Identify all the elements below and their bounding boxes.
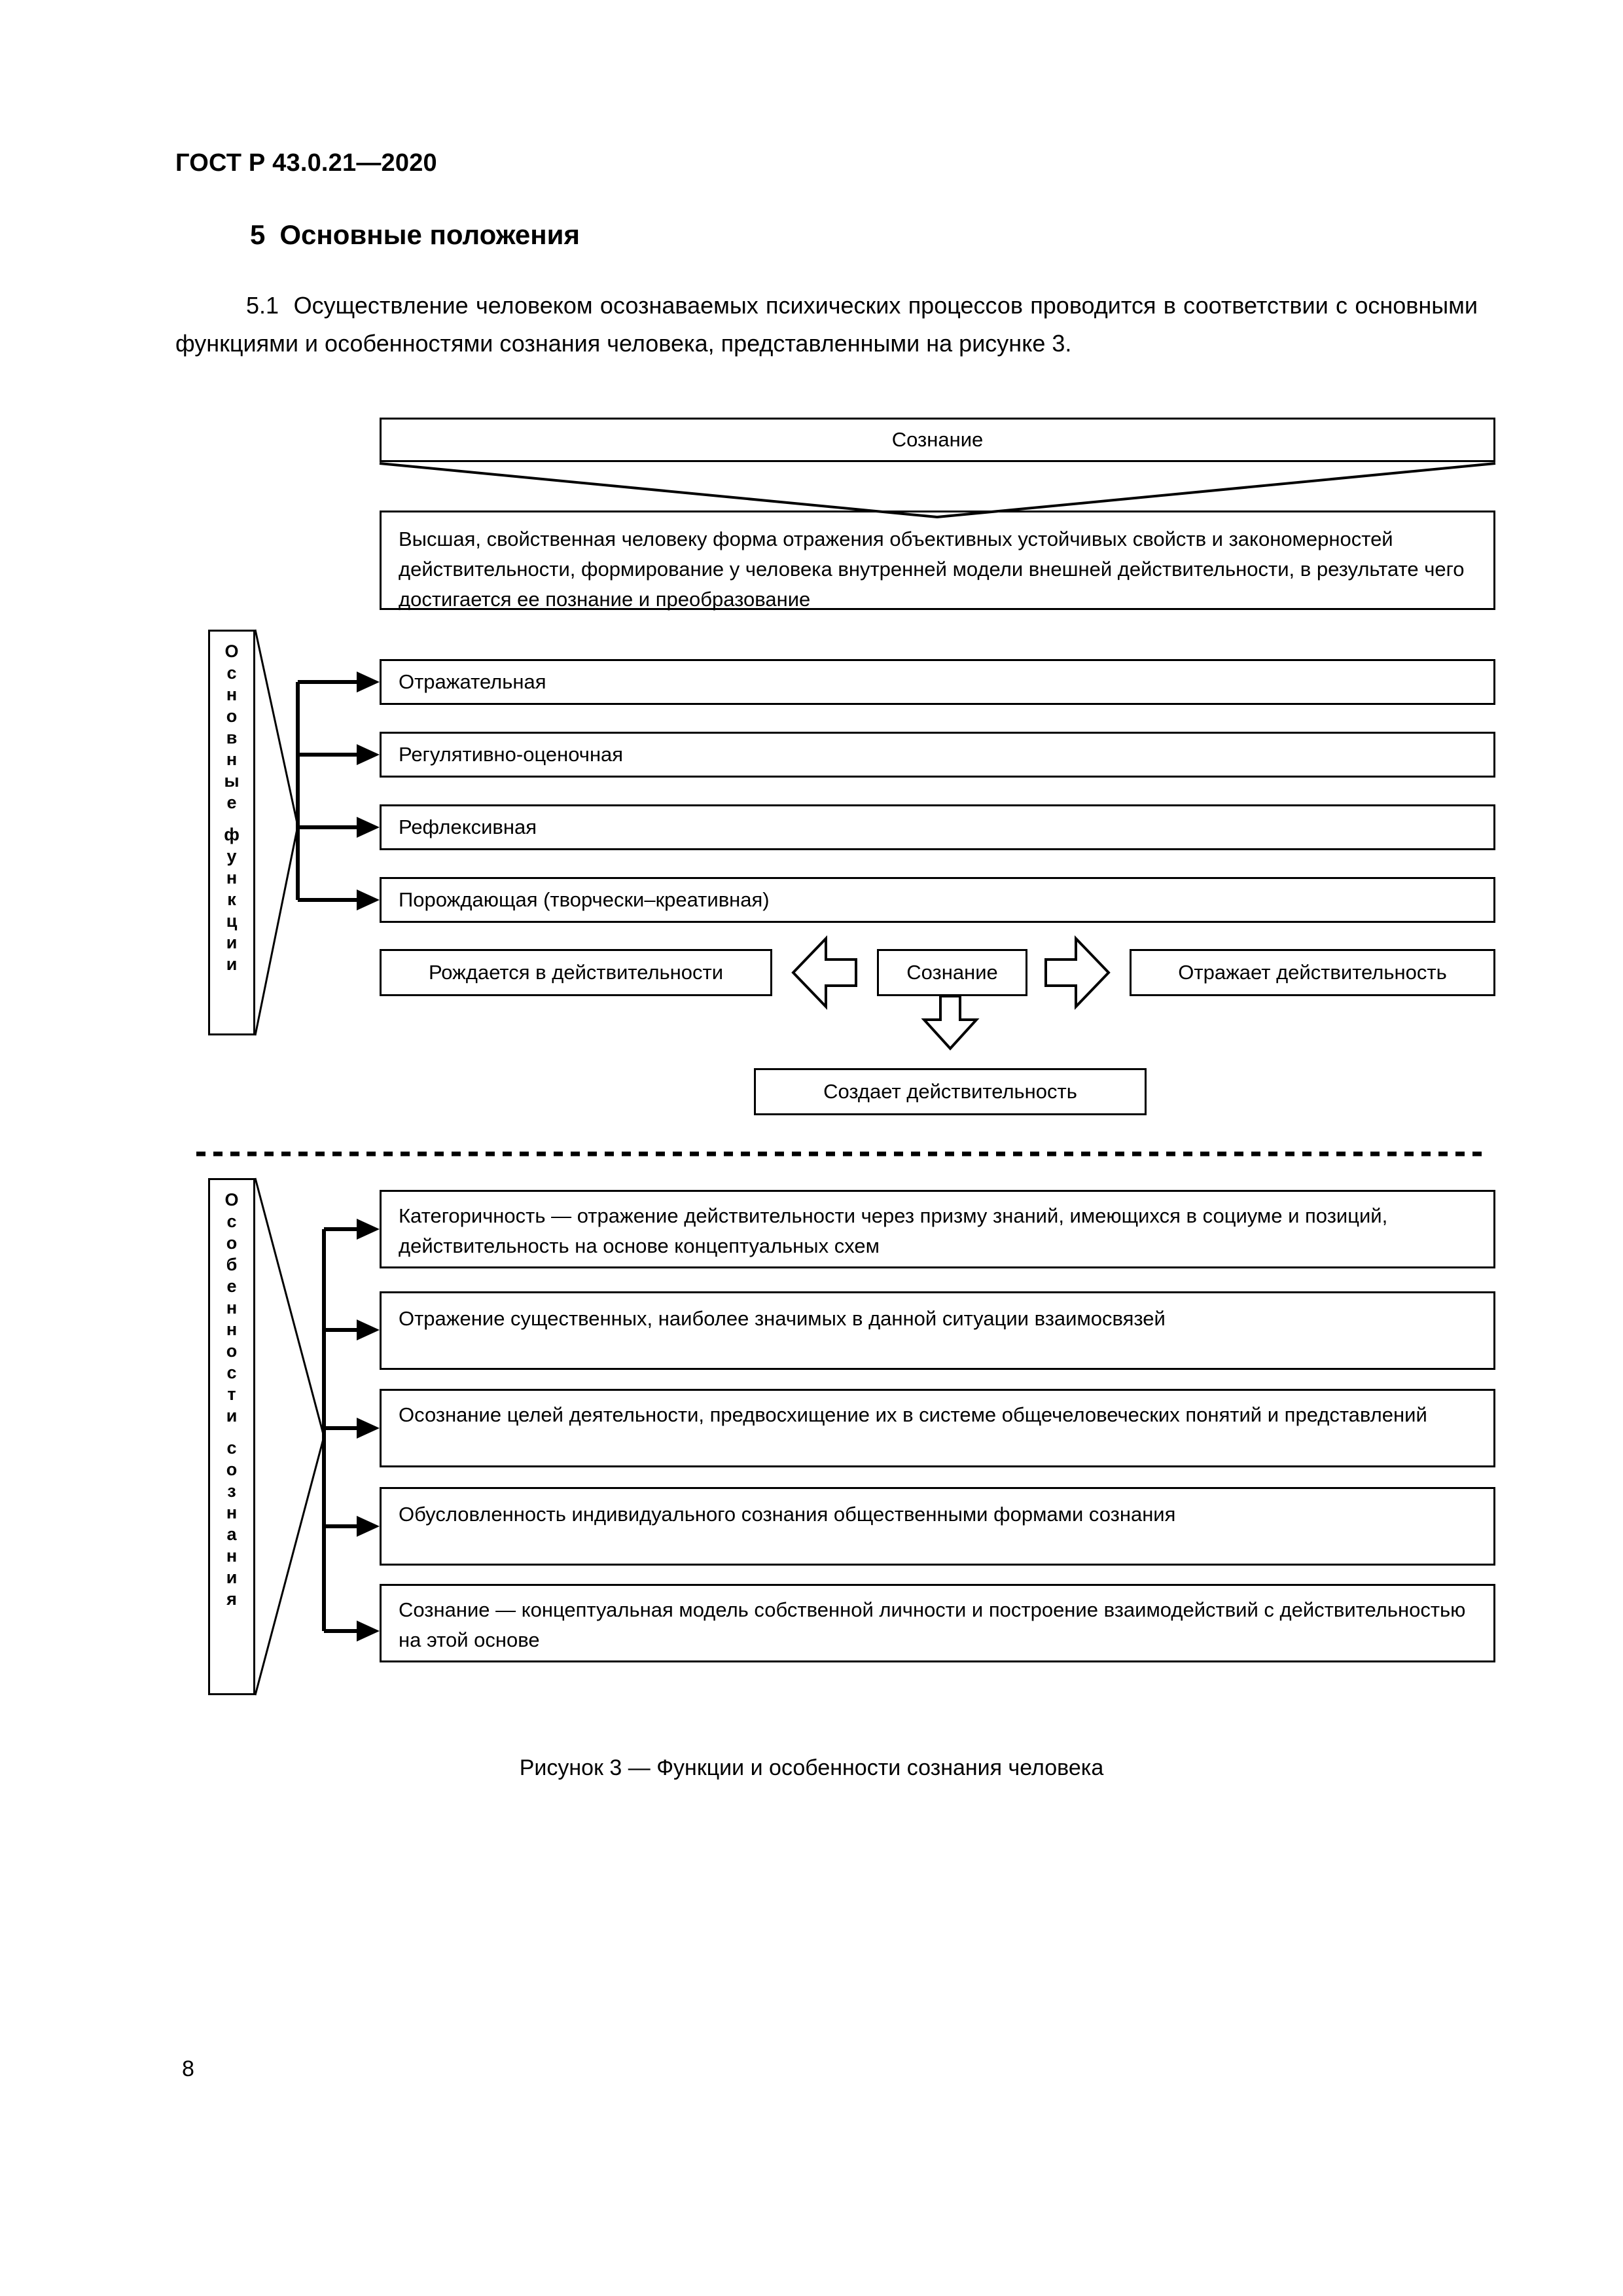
arrow-head-icon bbox=[357, 1516, 380, 1537]
figure-caption: Рисунок 3 — Функции и особенности сознан… bbox=[519, 1755, 1104, 1780]
feature-box-1: Категоричность — отражение действительно… bbox=[380, 1190, 1495, 1268]
feature-box-2: Отражение существенных, наиболее значимы… bbox=[380, 1291, 1495, 1370]
page-number: 8 bbox=[182, 2056, 194, 2081]
function-box-4: Порождающая (творчески–креативная) bbox=[380, 877, 1495, 923]
arrow-head-icon bbox=[357, 889, 380, 910]
function-box-3: Рефлексивная bbox=[380, 804, 1495, 850]
triad-bottom-box: Создает действительность bbox=[754, 1068, 1147, 1115]
figure-top-box-label: Сознание bbox=[891, 428, 984, 451]
arrow-left-icon bbox=[791, 935, 857, 1010]
arrow-head-icon bbox=[357, 1621, 380, 1641]
clause-number: 5.1 bbox=[246, 292, 279, 319]
function-label: Регулятивно-оценочная bbox=[399, 743, 624, 766]
feature-label: Сознание — концептуальная модель собстве… bbox=[399, 1598, 1466, 1651]
triad-left-box: Рождается в действительности bbox=[380, 949, 772, 996]
section-title: Основные положения bbox=[279, 219, 580, 250]
function-box-1: Отражательная bbox=[380, 659, 1495, 705]
triad-right-box: Отражает действительность bbox=[1130, 949, 1495, 996]
section-number: 5 bbox=[250, 219, 266, 250]
function-label: Рефлексивная bbox=[399, 816, 537, 838]
chevron-down-icon bbox=[379, 462, 1496, 519]
clause-text: Осуществление человеком осознаваемых пси… bbox=[175, 292, 1478, 357]
feature-label: Отражение существенных, наиболее значимы… bbox=[399, 1307, 1166, 1330]
function-box-2: Регулятивно-оценочная bbox=[380, 732, 1495, 778]
feature-box-3: Осознание целей деятельности, предвосхищ… bbox=[380, 1389, 1495, 1467]
feature-label: Осознание целей деятельности, предвосхищ… bbox=[399, 1403, 1427, 1426]
triad-center-box: Сознание bbox=[877, 949, 1027, 996]
feature-box-4: Обусловленность индивидуального сознания… bbox=[380, 1487, 1495, 1566]
arrow-head-icon bbox=[357, 672, 380, 692]
function-label: Отражательная bbox=[399, 670, 546, 693]
document-standard-header: ГОСТ Р 43.0.21—2020 bbox=[175, 149, 437, 177]
clause-paragraph: 5.1 Осуществление человеком осознаваемых… bbox=[175, 287, 1478, 363]
arrow-head-icon bbox=[357, 817, 380, 838]
arrow-head-icon bbox=[357, 744, 380, 765]
function-label: Порождающая (творчески–креативная) bbox=[399, 888, 770, 911]
arrow-head-icon bbox=[357, 1219, 380, 1240]
feature-label: Обусловленность индивидуального сознания… bbox=[399, 1503, 1176, 1526]
functions-label-wedge bbox=[254, 629, 299, 1036]
figure-top-box: Сознание bbox=[380, 418, 1495, 462]
figure-definition-box: Высшая, свойственная человеку форма отра… bbox=[380, 511, 1495, 611]
features-label-wedge bbox=[254, 1177, 325, 1696]
arrow-head-icon bbox=[357, 1418, 380, 1439]
triad-right-label: Отражает действительность bbox=[1178, 961, 1447, 984]
page-title: 5 Основные положения bbox=[250, 219, 580, 251]
feature-box-5: Сознание — концептуальная модель собстве… bbox=[380, 1584, 1495, 1662]
arrow-head-icon bbox=[357, 1319, 380, 1340]
arrow-right-icon bbox=[1044, 935, 1111, 1010]
triad-left-label: Рождается в действительности bbox=[428, 961, 724, 984]
arrow-down-icon bbox=[921, 995, 980, 1050]
feature-label: Категоричность — отражение действительно… bbox=[399, 1204, 1388, 1257]
figure-definition-text: Высшая, свойственная человеку форма отра… bbox=[399, 528, 1465, 611]
triad-bottom-label: Создает действительность bbox=[823, 1080, 1077, 1103]
triad-center-label: Сознание bbox=[906, 961, 998, 984]
